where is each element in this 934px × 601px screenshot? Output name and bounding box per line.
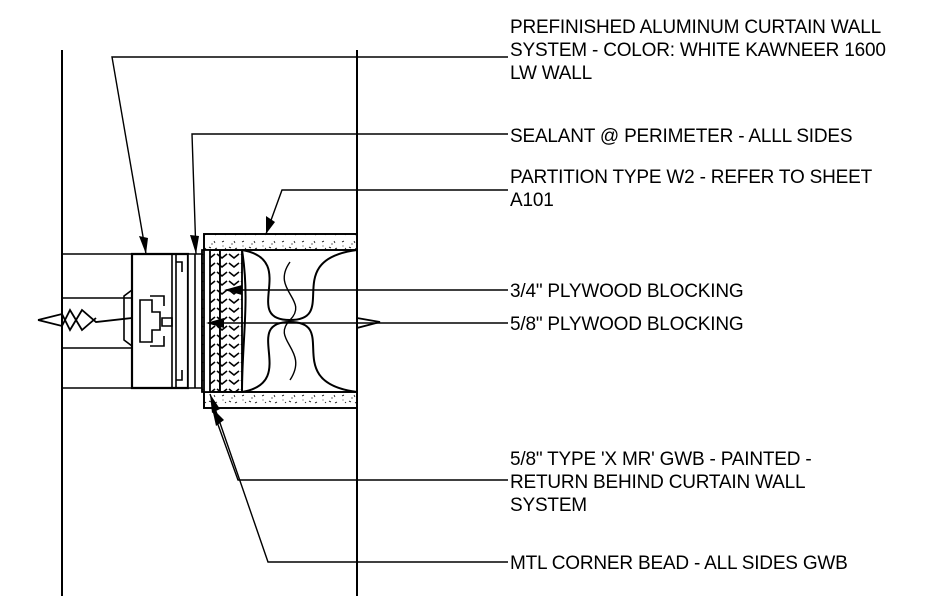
gypsum-board [204, 234, 357, 408]
note-plywood-blocking-5-8: 5/8" PLYWOOD BLOCKING [510, 314, 744, 335]
note-sealant: SEALANT @ PERIMETER - ALLL SIDES [510, 126, 853, 147]
note-corner-bead: MTL CORNER BEAD - ALL SIDES GWB [510, 553, 848, 574]
sealant [188, 254, 202, 388]
note-plywood-blocking-3-4: 3/4" PLYWOOD BLOCKING [510, 281, 744, 302]
note-gwb: 5/8" TYPE 'X MR' GWB - PAINTED - RETURN … [510, 449, 812, 516]
curtain-wall-mullion [38, 254, 188, 388]
leader-arrowheads [139, 216, 275, 426]
leader-lines [112, 57, 508, 562]
note-partition-type: PARTITION TYPE W2 - REFER TO SHEET A101 [510, 167, 873, 211]
batt-insulation [242, 250, 380, 392]
note-curtain-wall-system: PREFINISHED ALUMINUM CURTAIN WALL SYSTEM… [510, 17, 886, 84]
